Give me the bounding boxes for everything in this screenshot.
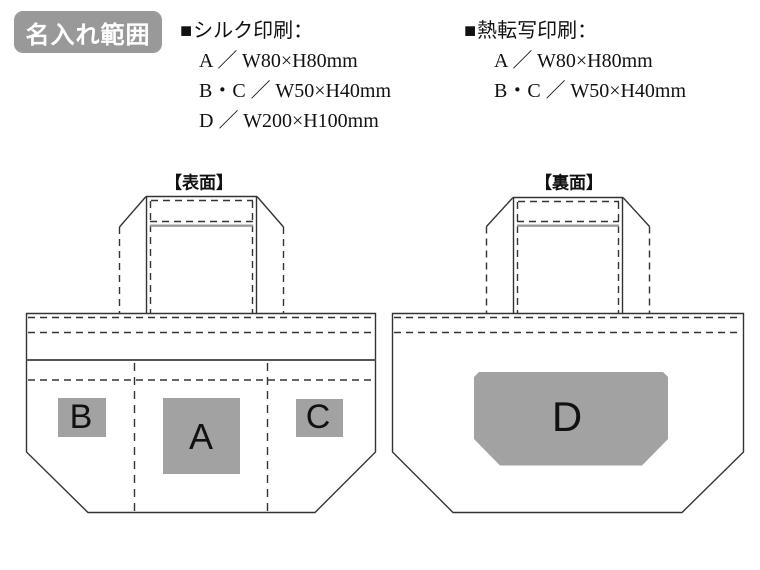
black-square-marker: ■ bbox=[464, 20, 477, 42]
front-bag-outline bbox=[25, 312, 377, 514]
front-handle-inner-edges bbox=[145, 196, 258, 313]
thermal-print-spec: ■熱転写印刷： A ／ W80×H80mm B・C ／ W50×H40mm bbox=[464, 16, 686, 106]
silk-print-title-text: シルク印刷： bbox=[193, 20, 314, 42]
zone-a-label: A bbox=[188, 416, 214, 457]
zone-b-area bbox=[58, 398, 106, 437]
front-handle-shoulder-lines bbox=[118, 196, 285, 228]
thermal-size-a: A ／ W80×H80mm bbox=[494, 50, 653, 72]
zone-d-area bbox=[474, 372, 668, 466]
zone-b-label: B bbox=[69, 398, 93, 436]
back-handle-shoulder-lines bbox=[485, 197, 651, 227]
back-handle-inner-stitch-lines bbox=[516, 202, 620, 313]
zone-c-label: C bbox=[305, 398, 331, 436]
zone-c-area bbox=[296, 399, 343, 437]
front-view-caption: 【表面】 bbox=[165, 173, 233, 193]
silk-print-spec: ■シルク印刷： A ／ W80×H80mm B・C ／ W50×H40mm D … bbox=[180, 16, 391, 136]
front-handle-outer-stitch-lines bbox=[118, 227, 285, 313]
silk-size-d: D ／ W200×H100mm bbox=[199, 110, 379, 132]
silk-size-bc: B・C ／ W50×H40mm bbox=[199, 80, 392, 102]
black-square-marker: ■ bbox=[180, 20, 193, 42]
thermal-size-bc: B・C ／ W50×H40mm bbox=[494, 80, 687, 102]
imprint-range-badge-label: 名入れ範囲 bbox=[25, 21, 151, 49]
back-handle-outer-stitch-lines bbox=[485, 226, 651, 313]
back-bag-outline bbox=[391, 312, 745, 514]
thermal-print-title-text: 熱転写印刷： bbox=[477, 20, 598, 42]
silk-print-title: ■シルク印刷： bbox=[180, 16, 391, 46]
zone-a-area bbox=[163, 398, 240, 474]
front-bag-diagram bbox=[25, 195, 377, 514]
silk-size-a: A ／ W80×H80mm bbox=[199, 50, 358, 72]
thermal-print-title: ■熱転写印刷： bbox=[464, 16, 686, 46]
front-handle-inner-stitch-lines bbox=[149, 201, 254, 313]
back-view-caption: 【裏面】 bbox=[535, 173, 603, 193]
back-handle-inner-edges bbox=[512, 197, 624, 313]
back-bag-diagram bbox=[391, 196, 745, 514]
zone-d-label: D bbox=[551, 393, 583, 440]
imprint-range-badge: 名入れ範囲 bbox=[14, 11, 162, 53]
